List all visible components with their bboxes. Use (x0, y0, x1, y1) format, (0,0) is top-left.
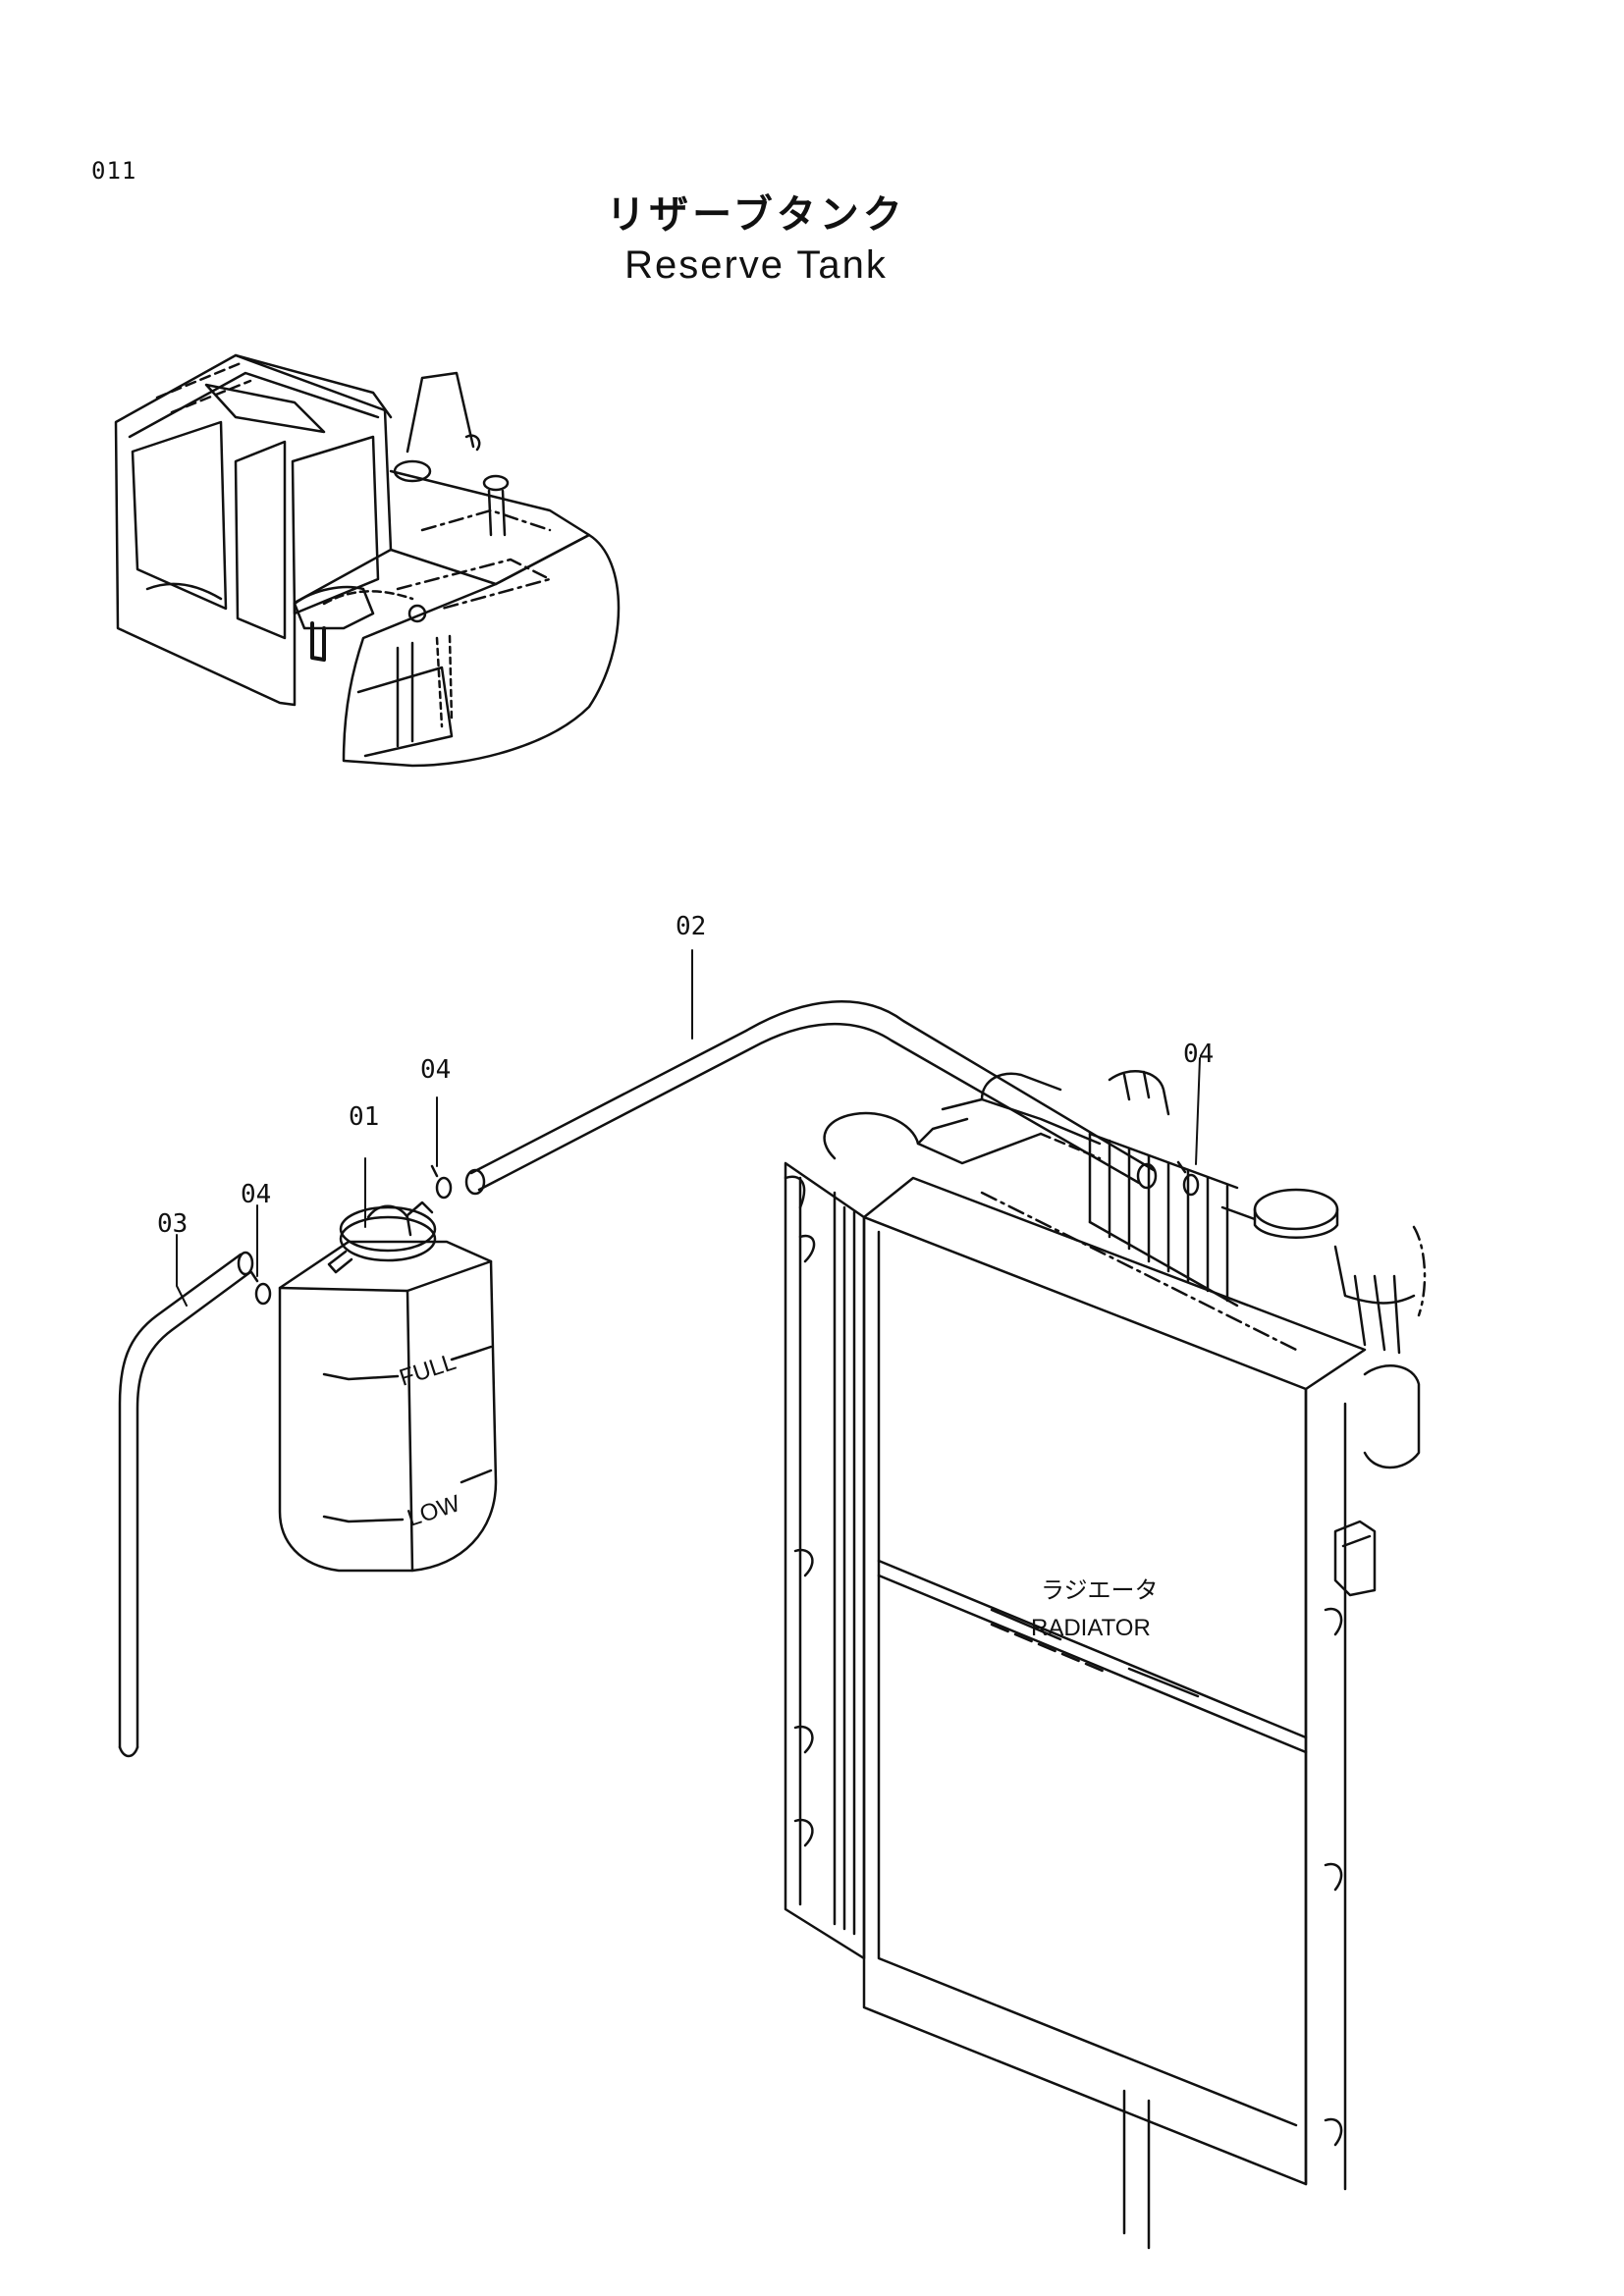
callout-04-right: 04 (1183, 1040, 1214, 1069)
page-title-jp: リザーブタンク (606, 192, 906, 238)
tank-level-full: FULL (397, 1349, 460, 1392)
callout-03: 03 (157, 1209, 188, 1239)
radiator-label-en: RADIATOR (1031, 1615, 1151, 1641)
page-code: 011 (91, 157, 137, 185)
page-title-en: Reserve Tank (624, 243, 888, 287)
callout-04-mid: 04 (420, 1055, 451, 1085)
radiator-label-jp: ラジエータ (1041, 1577, 1159, 1604)
clip-04-left (249, 1270, 272, 1306)
hose-02 (464, 1000, 1158, 1196)
callout-01: 01 (349, 1102, 379, 1132)
hose-03 (118, 1251, 254, 1758)
reserve-tank-01 (278, 1201, 498, 1573)
clip-04-mid (430, 1164, 453, 1200)
callout-02: 02 (676, 912, 706, 941)
machine-overview-illustration (114, 353, 621, 768)
radiator-assembly (784, 1070, 1427, 2250)
tank-level-low: LOW (405, 1490, 464, 1532)
callout-04-left: 04 (241, 1180, 271, 1209)
callout-leaders (176, 949, 1201, 1307)
